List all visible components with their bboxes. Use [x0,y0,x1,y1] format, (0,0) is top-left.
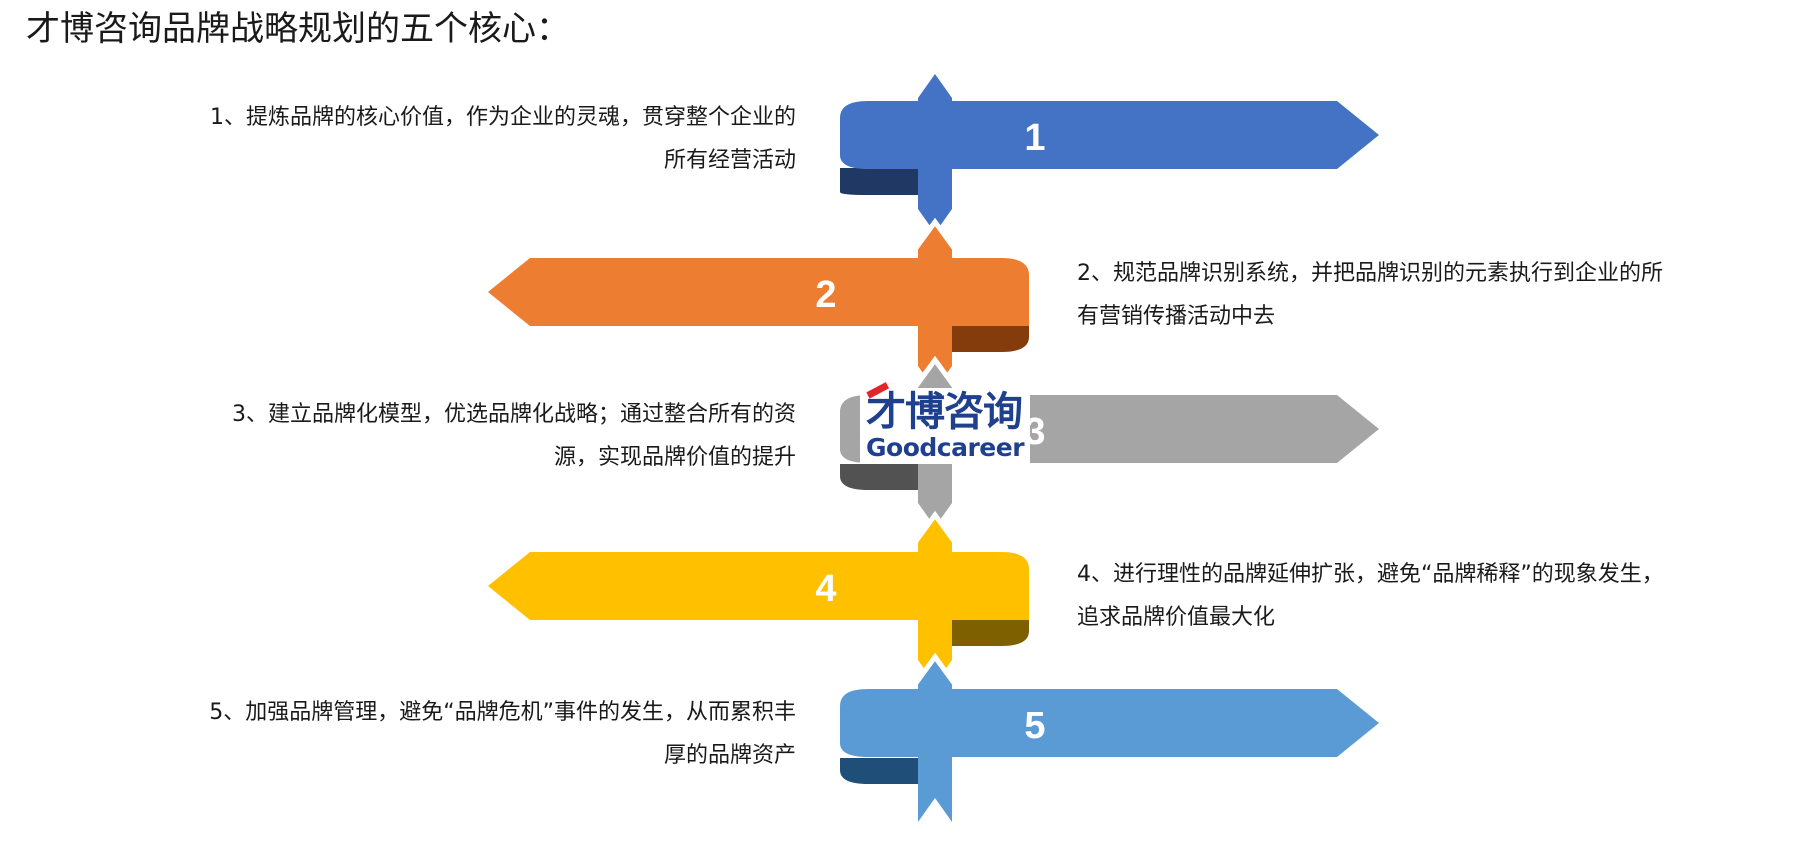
step-1-ribbon: 1 [840,74,1379,233]
goodcareer-logo: 才博咨询 Goodcareer [860,382,1030,464]
logo-text-cn: 才博咨询 [866,389,1023,435]
step-4-ribbon: 4 [488,513,1029,684]
step-5-band [840,689,1379,757]
step-2-number: 2 [815,274,836,316]
step-2-fold [952,325,1029,352]
separator-3-4 [913,510,957,543]
step-5-description: 5、加强品牌管理，避免“品牌危机”事件的发生，从而累积丰厚的品牌资产 [209,700,796,768]
step-3-description: 3、建立品牌化模型，优选品牌化战略；通过整合所有的资源，实现品牌价值的提升 [232,402,796,470]
step-4-vertical-arrow [918,513,952,684]
separator-4-5 [913,652,957,685]
step-4-number: 4 [815,568,836,610]
separator-2-3 [913,355,957,388]
step-1-vertical-arrow [918,74,952,233]
step-5-vertical-arrow [918,656,952,822]
step-1-number: 1 [1024,117,1045,159]
step-5-ribbon: 5 [840,656,1379,822]
step-2-band [488,258,1029,326]
step-2-ribbon: 2 [488,220,1029,390]
step-2-vertical-arrow [918,220,952,390]
step-1-description: 1、提炼品牌的核心价值，作为企业的灵魂，贯穿整个企业的所有经营活动 [210,105,796,173]
step-4-band [488,552,1029,620]
step-2-description: 2、规范品牌识别系统，并把品牌识别的元素执行到企业的所有营销传播活动中去 [1077,261,1663,329]
separator-1-2 [913,217,957,250]
logo-text-en: Goodcareer [866,433,1025,462]
page-title: 才博咨询品牌战略规划的五个核心： [26,9,570,49]
arrow-separators [913,217,957,685]
step-5-number: 5 [1024,705,1045,747]
step-4-description: 4、进行理性的品牌延伸扩张，避免“品牌稀释”的现象发生，追求品牌价值最大化 [1077,562,1664,630]
step-1-band [840,101,1379,169]
step-4-fold [952,618,1029,646]
